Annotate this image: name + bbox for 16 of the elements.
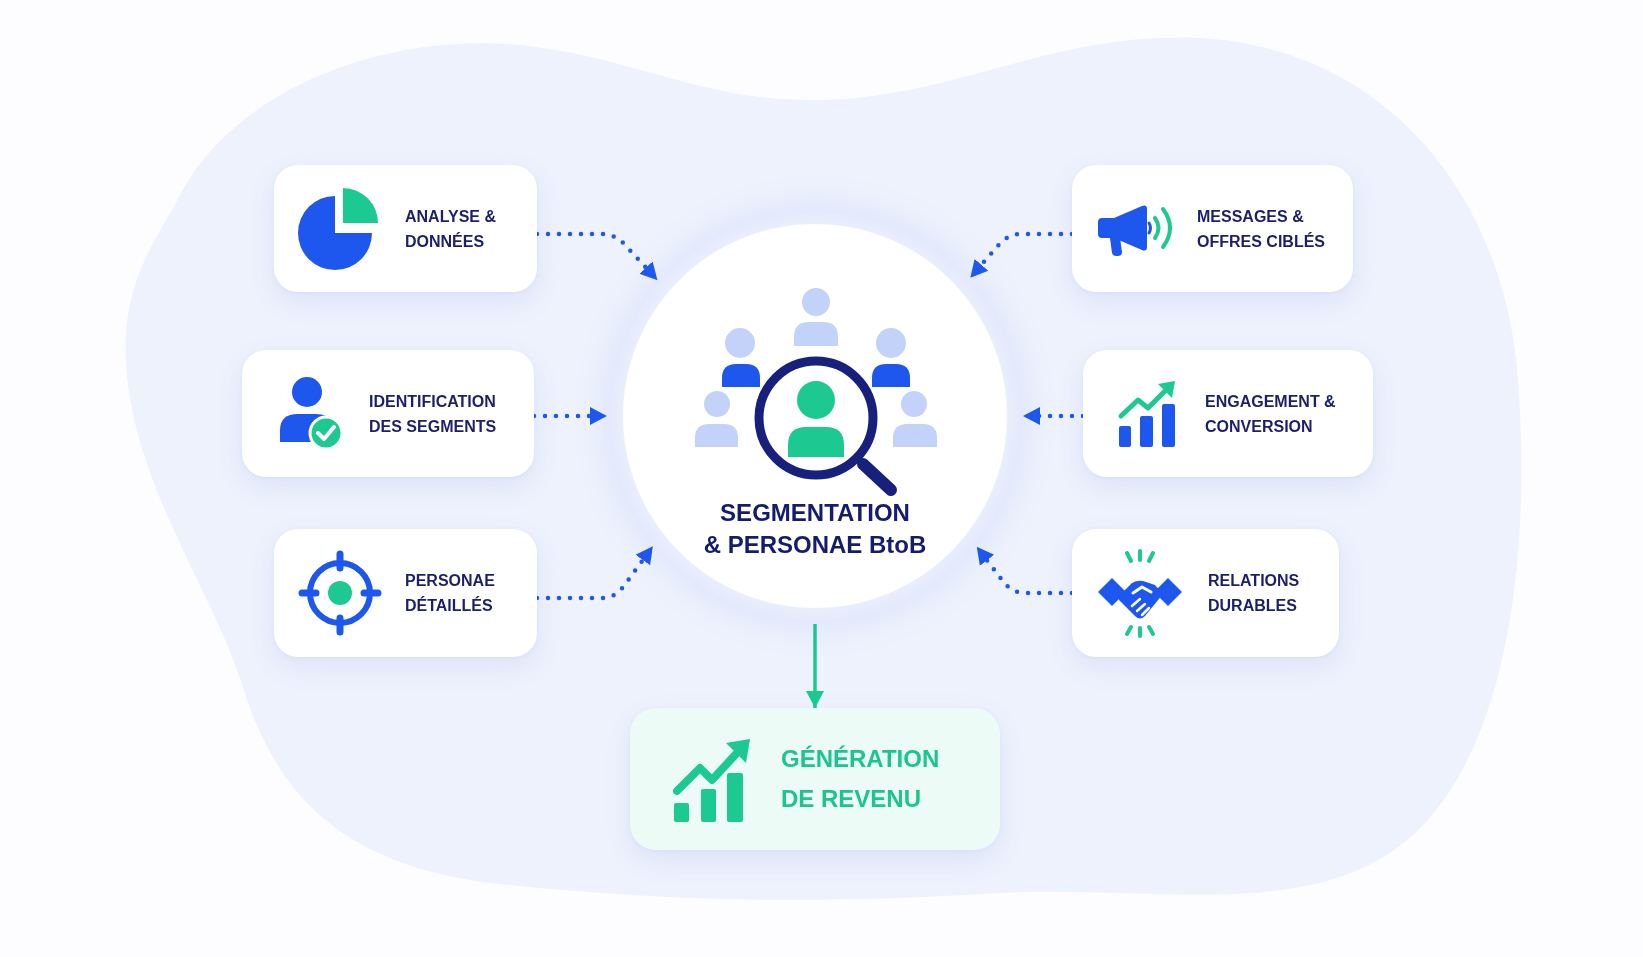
result-card xyxy=(630,708,1000,850)
feature-card xyxy=(274,165,537,292)
feature-card xyxy=(1072,165,1353,292)
card-title: RELATIONS DURABLES xyxy=(1208,571,1301,616)
card-title: ANALYSE & DONNÉES xyxy=(405,206,497,252)
feature-card xyxy=(1083,350,1373,477)
card-title: PERSONAE DÉTAILLÉS xyxy=(405,571,496,616)
feature-card xyxy=(242,350,534,477)
arrow xyxy=(806,624,824,708)
feature-card xyxy=(1072,529,1339,657)
card-title: ENGAGEMENT & CONVERSION xyxy=(1205,391,1337,437)
card-title: MESSAGES & OFFRES CIBLÉS xyxy=(1197,206,1326,252)
feature-card xyxy=(274,529,537,657)
card-title: IDENTIFICATION DES SEGMENTS xyxy=(369,391,498,437)
result-title: GÉNÉRATION DE REVENU xyxy=(781,744,941,814)
hub-title: SEGMENTATION & PERSONAE BtoB xyxy=(702,498,928,560)
